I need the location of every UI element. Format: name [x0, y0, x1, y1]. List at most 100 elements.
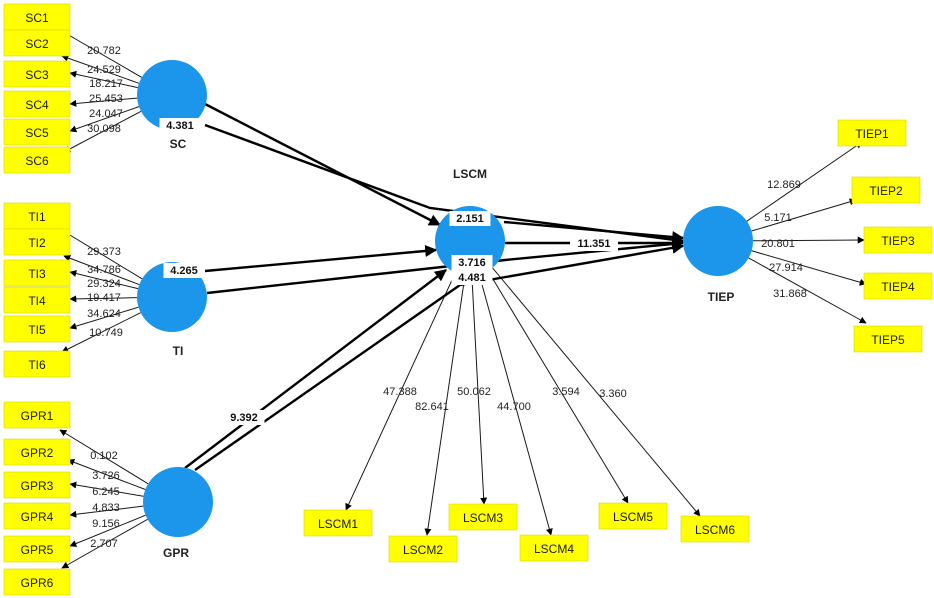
loading-value-ti3: 34.786 [87, 264, 121, 276]
path-arrow-gpr-lscm [184, 269, 447, 469]
indicator-gpr3: GPR3 [3, 471, 71, 499]
loading-arrow-gpr2 [67, 458, 146, 490]
indicator-tiep5: TIEP5 [853, 325, 923, 353]
path-value-lscm-tiep: 11.351 [577, 238, 610, 250]
path-arrow-sc-lscm [204, 102, 442, 227]
loading-value-gpr6: 2.707 [90, 538, 118, 550]
indicator-label: LSCM2 [403, 543, 443, 557]
indicator-sc1: SC1 [3, 3, 71, 31]
loading-value-gpr1: 0.102 [90, 450, 118, 462]
indicator-label: TIEP3 [881, 234, 915, 248]
construct-label-sc: SC [170, 137, 187, 151]
construct-ti [137, 262, 207, 332]
loading-arrow-lscm4 [478, 274, 553, 536]
path-value-ti-tiep: 3.716 [458, 257, 486, 269]
loading-arrow-tiep4 [751, 250, 867, 286]
loading-value-sc6: 24.047 [89, 108, 123, 120]
indicator-label: SC1 [25, 11, 49, 25]
indicator-label: SC4 [25, 98, 49, 112]
indicator-ti1: TI1 [3, 202, 71, 230]
construct-gpr [143, 467, 213, 537]
path-arrow-ti-tiep [206, 238, 685, 295]
loading-value-lscm1: 47.388 [383, 386, 417, 398]
loading-value-tiep1: 12.869 [767, 179, 801, 191]
path-value-gpr-tiep: 4.481 [458, 272, 486, 284]
indicator-lscm2: LSCM2 [388, 535, 458, 563]
indicator-gpr5: GPR5 [3, 535, 71, 563]
indicator-label: GPR2 [21, 446, 54, 460]
loading-arrow-ti1 [59, 228, 143, 280]
construct-label-gpr: GPR [163, 546, 189, 560]
indicator-label: GPR1 [21, 409, 54, 423]
loading-value-ti6: 34.624 [87, 308, 121, 320]
indicator-lscm6: LSCM6 [680, 515, 750, 543]
construct-sc [137, 60, 207, 130]
path-arrow-lscm-tiep2 [503, 220, 685, 244]
loading-value-ti-extra: 10.749 [89, 327, 123, 339]
indicator-label: GPR5 [21, 543, 54, 557]
indicator-label: TIEP4 [881, 280, 915, 294]
loading-arrow-sc4 [69, 97, 138, 107]
indicator-gpr6: GPR6 [3, 568, 71, 596]
indicator-lscm5: LSCM5 [598, 502, 668, 530]
loading-value-lscm6: 3.360 [599, 388, 627, 400]
loading-arrow-lscm2 [424, 275, 466, 536]
loading-value-ti5: 19.417 [87, 292, 121, 304]
indicator-gpr2: GPR2 [3, 438, 71, 466]
loading-arrow-ti4 [69, 295, 138, 303]
indicator-tiep1: TIEP1 [837, 119, 907, 147]
indicator-sc6: SC6 [3, 146, 71, 174]
loading-arrow-tiep3 [752, 236, 865, 244]
indicator-label: GPR6 [21, 576, 54, 590]
indicator-label: LSCM4 [534, 542, 574, 556]
indicator-label: SC3 [25, 68, 49, 82]
loading-value-sc-extra: 30.098 [87, 123, 121, 135]
loading-arrow-ti3 [69, 270, 139, 290]
indicator-label: SC2 [25, 37, 49, 51]
loading-value-tiep4: 27.914 [769, 262, 803, 274]
indicator-sc4: SC4 [3, 90, 71, 118]
construct-label-tiep: TIEP [708, 290, 735, 304]
loading-value-lscm4: 44.700 [497, 401, 531, 413]
indicator-label: SC6 [25, 154, 49, 168]
indicator-label: SC5 [25, 126, 49, 140]
path-value-bg [163, 263, 205, 278]
loading-value-tiep2: 5.171 [764, 212, 792, 224]
indicator-ti2: TI2 [3, 228, 71, 256]
indicator-label: TI2 [28, 236, 46, 250]
indicator-ti3: TI3 [3, 259, 71, 287]
loading-arrow-sc6 [63, 110, 142, 153]
loading-arrow-sc2 [61, 54, 140, 84]
indicator-label: TI1 [28, 210, 46, 224]
path-value-bg [570, 236, 618, 251]
indicator-tiep4: TIEP4 [863, 272, 933, 300]
loading-value-gpr5: 9.156 [92, 518, 120, 530]
path-value-gpr-lscm: 9.392 [230, 412, 258, 424]
indicator-label: LSCM1 [318, 517, 358, 531]
loading-value-sc4: 18.217 [89, 78, 123, 90]
path-value-ti-lscm: 4.265 [170, 265, 198, 277]
indicator-ti4: TI4 [3, 286, 71, 314]
loading-value-lscm2: 82.641 [415, 401, 449, 413]
loading-arrow-gpr4 [69, 505, 144, 518]
indicator-label: GPR3 [21, 479, 54, 493]
loading-arrow-ti6 [61, 312, 141, 353]
construct-label-lscm: LSCM [453, 167, 487, 181]
path-value-sc-tiep: 4.381 [166, 120, 194, 132]
loading-arrow-gpr3 [69, 481, 144, 497]
loading-value-tiep3: 20.801 [761, 238, 795, 250]
loading-value-gpr2: 3.726 [92, 470, 120, 482]
loading-value-ti2: 29.373 [87, 246, 121, 258]
loading-value-lscm3: 50.062 [457, 386, 491, 398]
path-value-bg [451, 270, 493, 285]
loading-arrow-tiep2 [751, 198, 857, 232]
loading-value-tiep5: 31.868 [773, 288, 807, 300]
indicator-label: LSCM6 [695, 523, 735, 537]
path-arrow-gpr-tiep [194, 241, 685, 471]
loading-arrow-tiep5 [748, 257, 867, 324]
loading-value-sc5: 25.453 [89, 93, 123, 105]
loading-value-gpr3: 6.245 [92, 486, 120, 498]
loading-arrow-ti2 [63, 254, 140, 286]
loading-arrow-sc3 [69, 70, 138, 89]
